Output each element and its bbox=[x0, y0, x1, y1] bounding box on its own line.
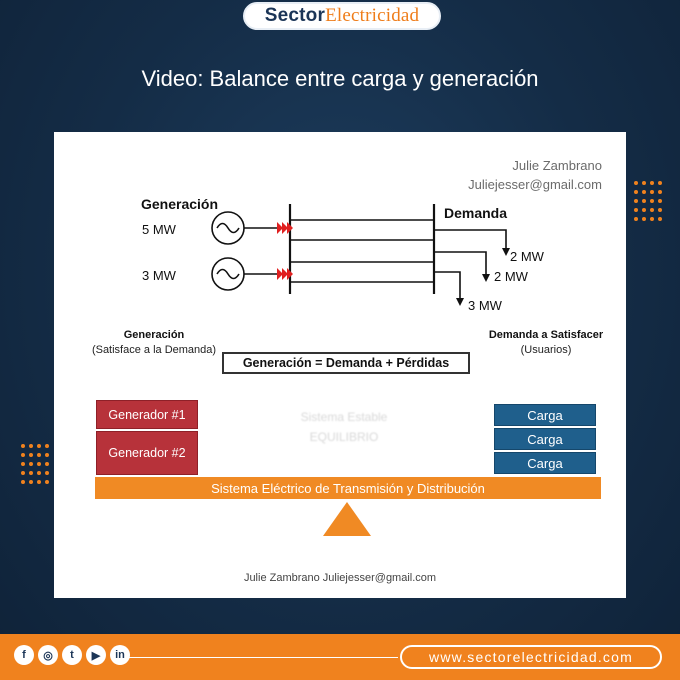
left-caption-title: Generación bbox=[123, 329, 185, 341]
slide-footer-credit: Julie Zambrano Juliejesser@gmail.com bbox=[243, 572, 437, 584]
right-caption-title: Demanda a Satisfacer bbox=[488, 329, 604, 341]
decor-dots-right bbox=[633, 180, 663, 224]
right-caption-sub: (Usuarios) bbox=[520, 344, 572, 356]
page-title: Video: Balance entre carga y generación bbox=[141, 66, 539, 91]
demand-value-3: 3 MW bbox=[468, 298, 502, 313]
linkedin-icon[interactable]: in bbox=[110, 645, 130, 665]
left-caption-sub: (Satisface a la Demanda) bbox=[91, 344, 217, 356]
gen-value-2: 3 MW bbox=[142, 268, 176, 283]
demand-value-1: 2 MW bbox=[510, 249, 544, 264]
video-slide[interactable]: Julie Zambrano Juliejesser@gmail.com Gen… bbox=[54, 132, 626, 598]
website-link[interactable]: www.sectorelectricidad.com bbox=[400, 645, 662, 669]
generator-box-2: Generador #2 bbox=[96, 431, 198, 475]
decor-dots-left bbox=[20, 443, 50, 487]
footer-divider bbox=[128, 657, 398, 658]
load-box-3: Carga bbox=[494, 452, 596, 474]
circuit-diagram bbox=[211, 204, 510, 306]
faint-label-2: EQUILIBRIO bbox=[309, 430, 379, 444]
gen-value-1: 5 MW bbox=[142, 222, 176, 237]
faint-label-1: Sistema Estable bbox=[300, 410, 388, 424]
facebook-icon[interactable]: f bbox=[14, 645, 34, 665]
demand-heading: Demanda bbox=[444, 205, 508, 221]
sine-icon-1 bbox=[216, 222, 240, 234]
transmission-beam: Sistema Eléctrico de Transmisión y Distr… bbox=[95, 477, 601, 499]
load-box-2: Carga bbox=[494, 428, 596, 450]
twitter-icon[interactable]: t bbox=[62, 645, 82, 665]
slide-author: Julie Zambrano bbox=[512, 158, 602, 173]
generation-heading: Generación bbox=[141, 196, 219, 212]
equation-box: Generación = Demanda + Pérdidas bbox=[222, 352, 470, 374]
demand-value-2: 2 MW bbox=[494, 269, 528, 284]
brand-logo-part2: Electricidad bbox=[325, 5, 420, 26]
social-links: f ◎ t ▶ in bbox=[14, 645, 130, 665]
youtube-icon[interactable]: ▶ bbox=[86, 645, 106, 665]
sine-icon-2 bbox=[216, 268, 240, 280]
instagram-icon[interactable]: ◎ bbox=[38, 645, 58, 665]
fulcrum-triangle bbox=[323, 502, 371, 536]
brand-logo-part1: Sector bbox=[264, 5, 326, 26]
load-box-1: Carga bbox=[494, 404, 596, 426]
slide-email: Juliejesser@gmail.com bbox=[468, 177, 602, 192]
generator-box-1: Generador #1 bbox=[96, 400, 198, 429]
